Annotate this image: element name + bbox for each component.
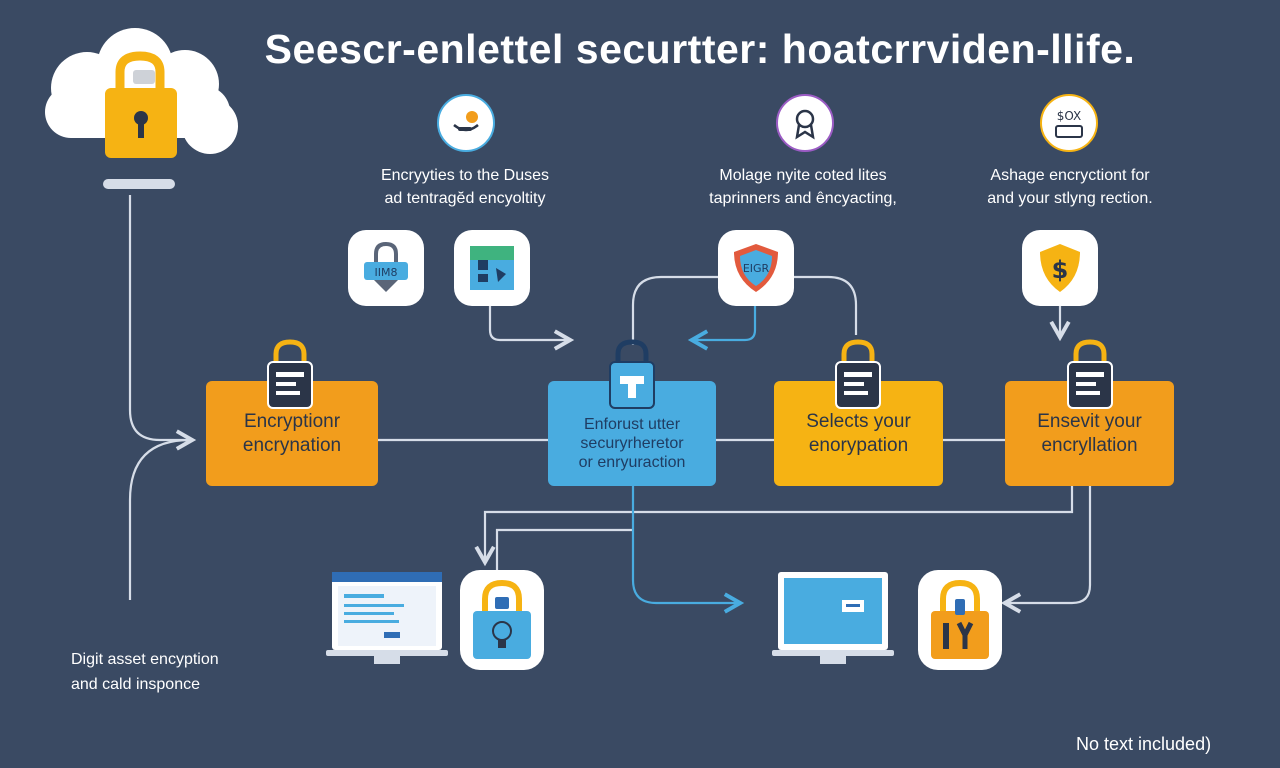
coin-label: $OX [1056,108,1082,123]
shield-tile-label: EIGR [743,262,770,275]
column-caption-1: Encryyties to the Duses ad tentragĕd en… [380,167,550,207]
certificate-ribbon-icon [776,94,834,152]
left-down-line [128,438,191,600]
desktop-monitor-icon [772,570,894,670]
cloud-lock-icon [35,26,245,166]
lock-icon [832,338,884,410]
padlock-tile: IIM8 [348,230,424,306]
shield-tile: EIGR [718,230,794,306]
footer-note: No text included) [1076,734,1212,754]
map-document-tile [454,230,530,306]
coin-stack-icon: $OX [1040,94,1098,152]
lock-icon [606,338,658,410]
lock-tools-tile [918,570,1002,670]
page-title: Seescr-enlettel securtter: hoatcrrviden-… [264,26,1136,72]
cloud-vertical-line [128,195,197,451]
dollar-symbol: $ [1052,256,1069,284]
lock-lightbulb-tile [460,570,544,670]
laptop-browser-icon [326,570,448,670]
lock-icon [264,338,316,410]
hand-tray-icon [437,94,495,152]
bottom-note: Digit asset encyption and cald insponce [71,651,219,693]
column-caption-2: Molage nyite coted lites taprinners and … [709,167,897,207]
lock-icon [1064,338,1116,410]
lower-left-line [474,486,1074,567]
dollar-shield-tile: $ [1022,230,1098,306]
column-caption-3: Ashage encryctiont for and your stlyng r… [987,167,1153,207]
padlock-tile-label: IIM8 [375,266,398,279]
tile-to-center-line [488,305,575,351]
cloud-base-bar [103,179,175,189]
